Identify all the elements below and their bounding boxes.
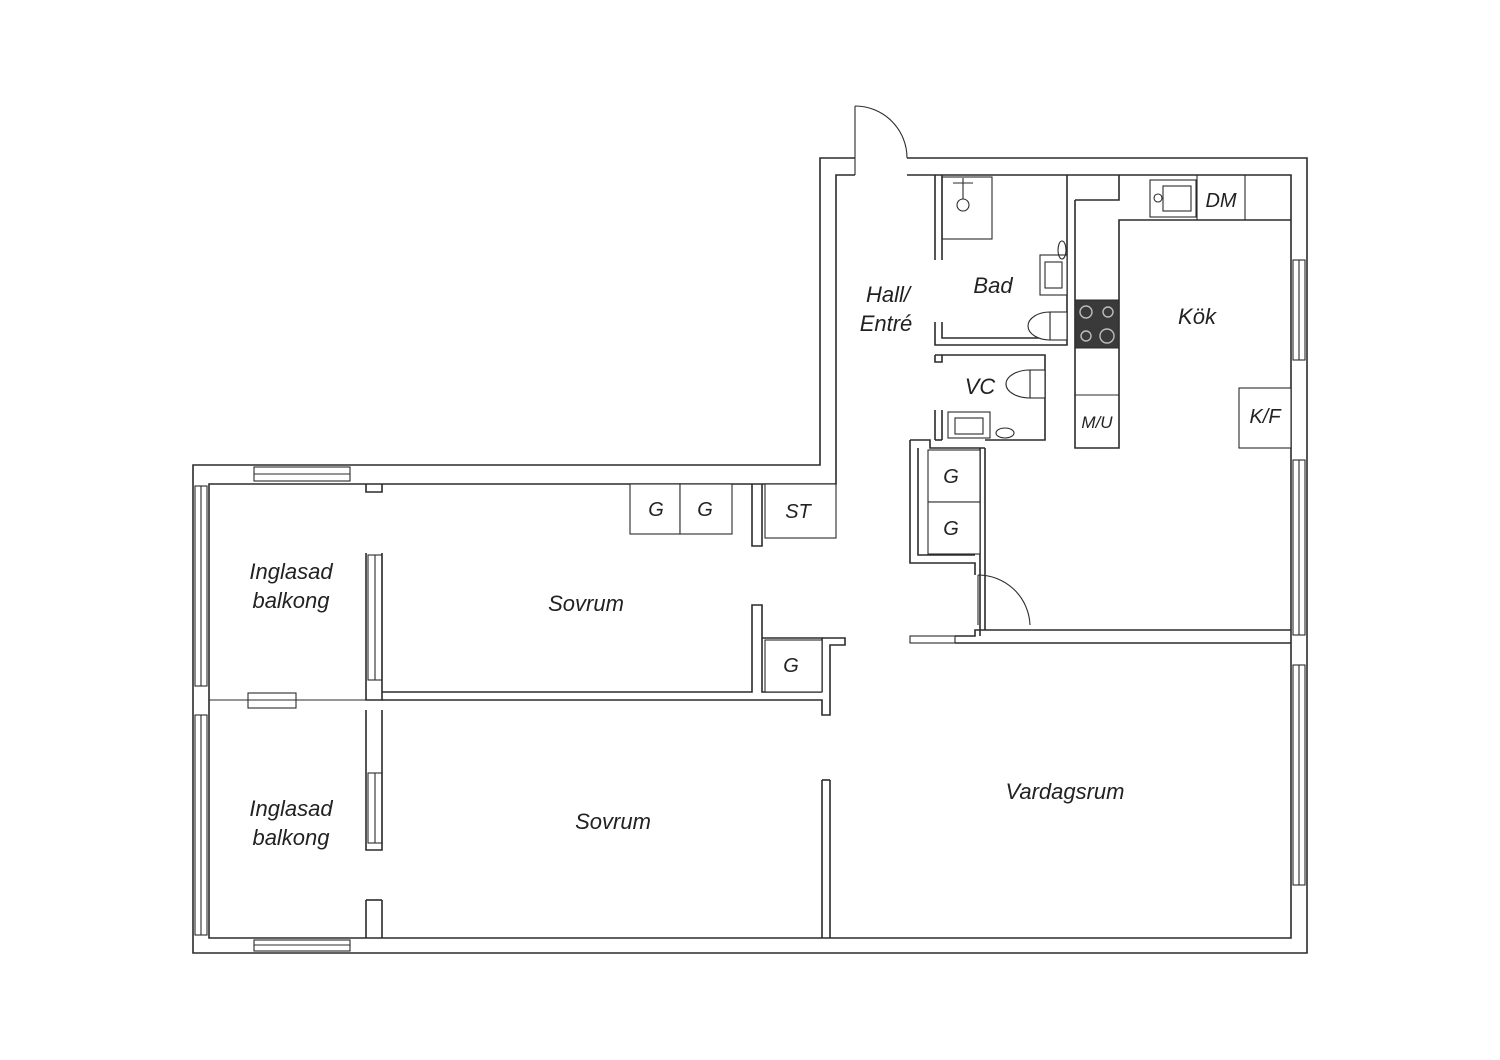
label-g5: G — [943, 518, 959, 540]
kitchen-door[interactable] — [977, 574, 1031, 626]
entrance-door[interactable] — [836, 105, 908, 178]
closets — [629, 449, 981, 693]
label-g4: G — [943, 466, 959, 488]
label-hall: Hall/ — [866, 282, 912, 307]
label-dm: DM — [1205, 190, 1236, 212]
windows — [194, 259, 1306, 952]
label-balkong-lower-2: balkong — [252, 825, 330, 850]
label-sovrum-upper: Sovrum — [548, 591, 624, 616]
kitchen-sink — [1149, 179, 1197, 218]
label-st: ST — [785, 501, 812, 523]
room-labels: Hall/ Entré Bad Kök VC Sovrum Sovrum Var… — [249, 273, 1217, 850]
label-g1: G — [648, 499, 664, 521]
bath-sink — [1039, 240, 1068, 296]
label-kf: K/F — [1249, 406, 1282, 428]
label-mu: M/U — [1081, 413, 1113, 432]
label-balkong-upper-2: balkong — [252, 588, 330, 613]
bath-toilet — [1027, 311, 1068, 341]
label-vc: VC — [965, 374, 996, 399]
wc-toilet — [1005, 369, 1046, 399]
outer-walls — [192, 157, 1308, 954]
label-g3: G — [783, 655, 799, 677]
label-vardagsrum: Vardagsrum — [1005, 779, 1124, 804]
label-bad: Bad — [973, 273, 1013, 298]
label-balkong-upper-1: Inglasad — [249, 559, 333, 584]
label-g2: G — [697, 499, 713, 521]
label-entre: Entré — [860, 311, 913, 336]
fixture-labels: DM M/U K/F ST G G G G G — [648, 190, 1282, 677]
shower — [941, 176, 993, 240]
label-sovrum-lower: Sovrum — [575, 809, 651, 834]
label-kok: Kök — [1178, 304, 1217, 329]
label-balkong-lower-1: Inglasad — [249, 796, 333, 821]
fridge-freezer — [1238, 387, 1292, 449]
wc-sink — [947, 411, 1015, 439]
stove — [1074, 299, 1120, 349]
